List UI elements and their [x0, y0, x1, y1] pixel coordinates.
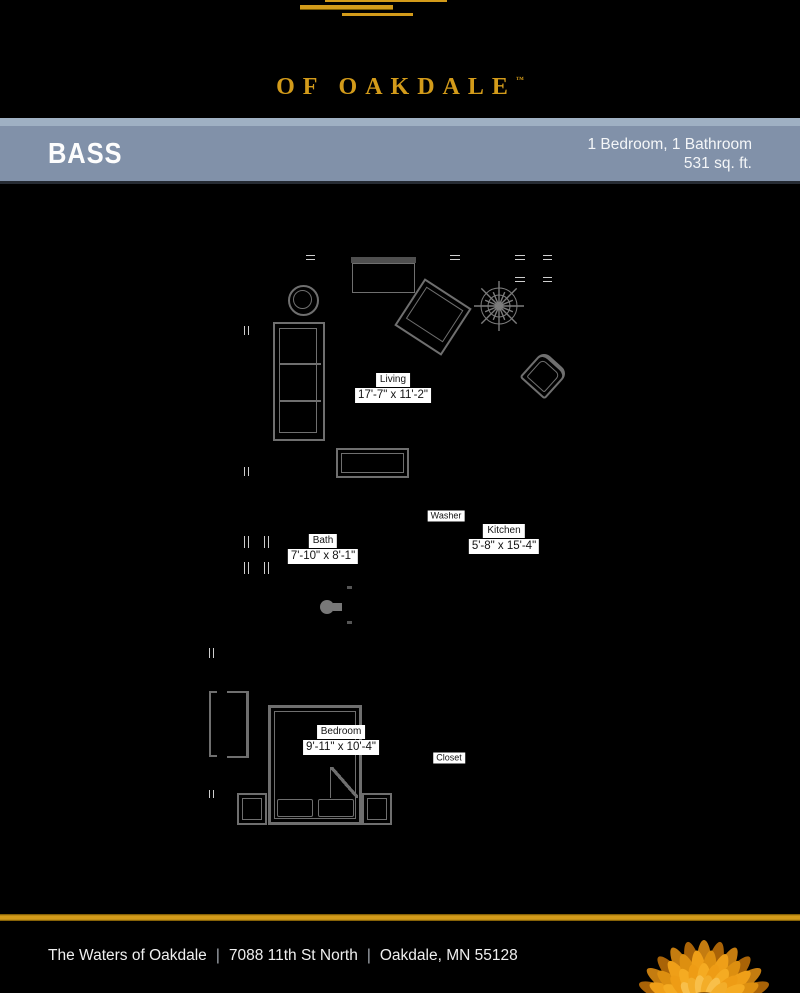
tv-stand-symbol: [352, 263, 415, 293]
plan-specs-rooms: 1 Bedroom, 1 Bathroom: [587, 136, 752, 153]
nightstand-symbol: [362, 793, 392, 825]
dresser-cap: [209, 691, 217, 693]
trademark-symbol: ™: [515, 75, 524, 84]
city-state-zip: Oakdale, MN 55128: [379, 947, 518, 964]
coffee-table-symbol: [336, 448, 409, 478]
pillow-symbol: [277, 799, 313, 817]
room-name: Bedroom: [316, 725, 366, 739]
round-side-table-inner: [293, 290, 312, 309]
coffee-table-inner: [341, 453, 404, 473]
armchair-seat: [405, 286, 464, 343]
room-label-kitchen: Kitchen 5'-8" x 15'-4": [468, 524, 540, 554]
room-label-bath: Bath 7'-10" x 8'-1": [287, 534, 359, 564]
plan-name: BASS: [48, 138, 123, 170]
footer-gold-rule: [0, 914, 800, 921]
room-dims: 5'-8" x 15'-4": [468, 539, 540, 554]
wardrobe-symbol: [227, 691, 249, 758]
dresser-symbol: [209, 692, 211, 756]
wall-tick: [244, 467, 249, 476]
flower-photo-icon: [638, 940, 770, 993]
sofa-inner: [279, 328, 317, 433]
bed-inner: [274, 711, 356, 819]
separator: |: [366, 947, 371, 964]
banner-top-stripe: [0, 118, 800, 126]
room-dims: 7'-10" x 8'-1": [287, 549, 359, 564]
wall-tick: [244, 562, 249, 574]
wall-tick: [450, 255, 460, 260]
wall-tick: [264, 536, 269, 548]
plan-specs-area: 531 sq. ft.: [683, 155, 752, 172]
sofa-symbol: [273, 322, 325, 441]
accent-chair-symbol: [519, 350, 569, 400]
banner-body: BASS 1 Bedroom, 1 Bathroom 531 sq. ft.: [0, 126, 800, 181]
room-dims: 9'-11" x 10'-4": [303, 740, 379, 755]
room-name: Living: [375, 373, 411, 387]
street-address: 7088 11th St North: [228, 947, 358, 964]
wall-tick: [264, 562, 269, 574]
nightstand-inner: [367, 798, 387, 820]
wall-tick: [543, 277, 552, 282]
wall-tick: [244, 326, 249, 335]
fixture-mark: [347, 621, 352, 624]
room-name: Bath: [308, 534, 338, 548]
wall-tick: [209, 790, 214, 798]
wall-tick: [515, 277, 525, 282]
room-dims: 17'-7" x 11'-2": [355, 388, 431, 403]
plan-specs: 1 Bedroom, 1 Bathroom 531 sq. ft.: [587, 135, 752, 173]
room-label-bedroom: Bedroom 9'-11" x 10'-4": [303, 725, 379, 755]
room-name: Kitchen: [483, 524, 525, 538]
sofa-cushion-line: [280, 363, 321, 365]
fixture-mark: [347, 586, 352, 589]
logo-flourish-icon: [325, 0, 447, 2]
separator: |: [215, 947, 220, 964]
plan-banner: BASS 1 Bedroom, 1 Bathroom 531 sq. ft.: [0, 118, 800, 184]
dresser-cap: [209, 755, 217, 757]
pillow-symbol: [318, 799, 354, 817]
wall-tick: [209, 648, 214, 658]
wall-tick: [244, 536, 249, 548]
wall-tick: [306, 255, 315, 260]
plant-symbol: [470, 277, 528, 335]
nightstand-inner: [242, 798, 262, 820]
toilet-tank-symbol: [333, 603, 342, 611]
nightstand-symbol: [237, 793, 267, 825]
toilet-bowl-symbol: [320, 600, 334, 614]
blanket-fold-symbol: [330, 767, 358, 798]
wall-tick: [543, 255, 552, 260]
washer-label: Washer: [427, 510, 465, 522]
room-label-living: Living 17'-7" x 11'-2": [355, 373, 431, 403]
plant-icon: [474, 281, 524, 331]
bed-symbol: [268, 705, 362, 825]
footer-address-line: The Waters of Oakdale | 7088 11th St North…: [48, 947, 518, 965]
logo-flourish-icon: [342, 13, 413, 16]
logo-flourish-icon: [300, 5, 393, 9]
property-name: The Waters of Oakdale: [48, 947, 207, 964]
banner-bottom-line: [0, 181, 800, 184]
sofa-cushion-line: [280, 400, 321, 402]
closet-label: Closet: [433, 752, 465, 764]
tv-symbol: [351, 257, 416, 263]
logo-wordmark: OF OAKDALE™: [0, 74, 800, 101]
flower-image: [604, 922, 800, 993]
wall-tick: [515, 255, 525, 260]
logo-subtitle: OF OAKDALE: [276, 74, 516, 100]
accent-chair-seat: [526, 358, 561, 393]
round-side-table-symbol: [288, 285, 319, 316]
